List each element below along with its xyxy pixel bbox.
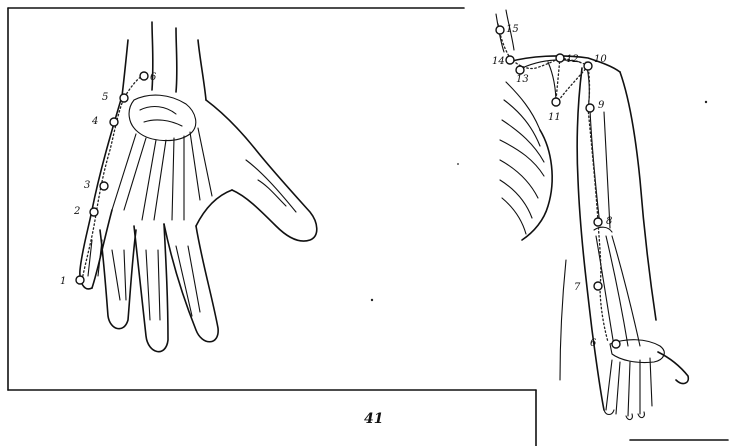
arm-point: 10 (584, 54, 607, 70)
svg-text:12: 12 (566, 54, 579, 65)
svg-text:5: 5 (102, 92, 108, 103)
svg-text:3: 3 (84, 180, 90, 191)
svg-text:15: 15 (506, 24, 519, 35)
hand-drawing (80, 22, 317, 352)
svg-text:8: 8 (606, 216, 612, 227)
svg-text:4: 4 (91, 116, 98, 127)
arm-point: 15 (496, 24, 519, 35)
svg-text:10: 10 (594, 54, 607, 65)
svg-text:1: 1 (60, 276, 66, 287)
svg-text:9: 9 (598, 100, 605, 111)
svg-text:6: 6 (150, 72, 157, 83)
hand-point: 2 (73, 206, 98, 217)
arm-drawing (496, 10, 688, 420)
svg-text:6: 6 (590, 338, 597, 349)
hand-point: 4 (91, 116, 118, 127)
svg-text:14: 14 (492, 56, 505, 67)
svg-text:11: 11 (548, 112, 561, 123)
hand-point: 5 (102, 92, 128, 103)
arm-point: 13 (516, 66, 529, 85)
svg-text:13: 13 (516, 74, 529, 85)
page-number: 41 (364, 411, 383, 427)
hand-point: 1 (60, 276, 84, 287)
arm-point: 8 (594, 216, 612, 227)
arm-point: 11 (548, 98, 561, 123)
hand-points: 1 2 3 4 5 6 (60, 72, 157, 287)
svg-text:7: 7 (574, 282, 581, 293)
paper-specks (371, 101, 707, 301)
arm-point: 14 (492, 56, 514, 67)
svg-text:2: 2 (73, 206, 80, 217)
arm-point: 6 (590, 338, 620, 349)
hand-point: 6 (140, 72, 157, 83)
